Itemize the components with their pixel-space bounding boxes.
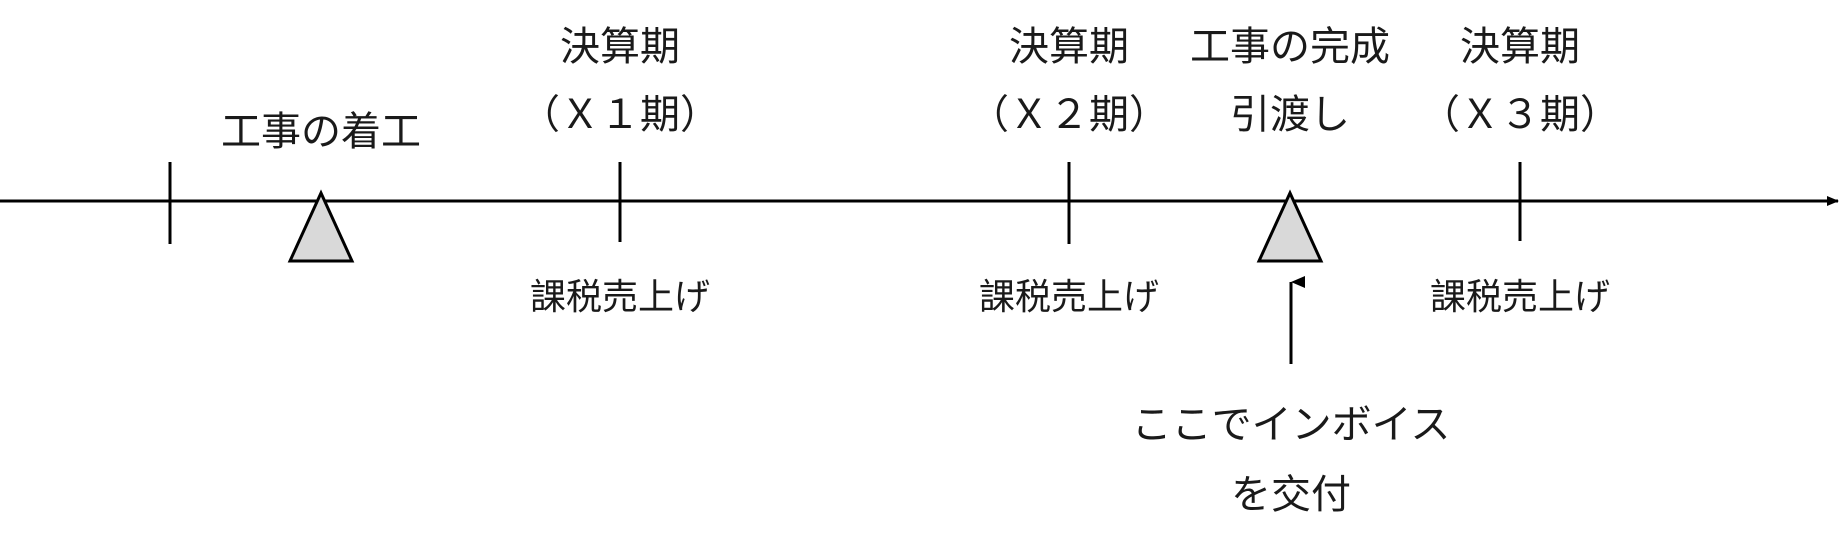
invoice-note-line1: ここでインボイス [1132,402,1451,448]
period1-sales-label: 課税売上げ [530,277,710,318]
period3-label-line2: （Ｘ３期） [1420,92,1620,138]
period2-label-line2: （Ｘ２期） [969,92,1169,138]
period3-label-line1: 決算期 [1460,24,1580,70]
start-label: 工事の着工 [221,109,421,155]
invoice-note-line2: を交付 [1231,472,1351,518]
period1-label-line2: （Ｘ１期） [520,92,720,138]
completion-marker [1256,189,1324,263]
start-marker [287,189,355,263]
completion-label-line1: 工事の完成 [1190,24,1390,70]
period1-label-line1: 決算期 [560,24,680,70]
period2-label-line1: 決算期 [1009,24,1129,70]
period3-sales-label: 課税売上げ [1430,277,1610,318]
period2-sales-label: 課税売上げ [979,277,1159,318]
completion-label-line2: 引渡し [1230,92,1350,138]
